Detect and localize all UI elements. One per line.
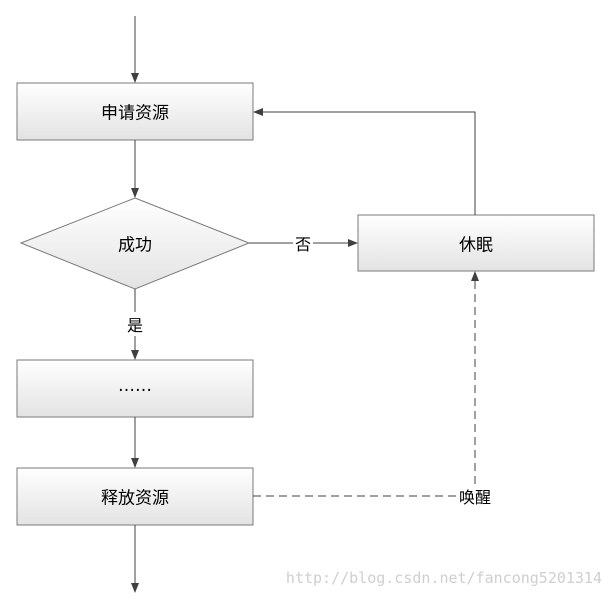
watermark-text: http://blog.csdn.net/fancong5201314 [285, 569, 602, 587]
edge-yes-label: 是 [124, 312, 146, 336]
node-ellipsis-box [16, 359, 254, 418]
node-apply-label: 申请资源 [101, 103, 169, 124]
node-release-box [16, 467, 254, 526]
edge-no-label: 否 [292, 231, 314, 255]
edge-sleep-to-apply [253, 108, 476, 215]
node-ellipsis-label: …… [118, 376, 152, 396]
node-sleep-box [357, 214, 595, 272]
node-success-label: 成功 [118, 235, 152, 256]
node-release-label: 释放资源 [101, 488, 169, 509]
node-sleep-label: 休眠 [459, 235, 493, 256]
edge-wake-label: 唤醒 [456, 484, 494, 508]
edge-release-wakes-sleep [253, 271, 479, 497]
node-apply-box [16, 82, 254, 141]
